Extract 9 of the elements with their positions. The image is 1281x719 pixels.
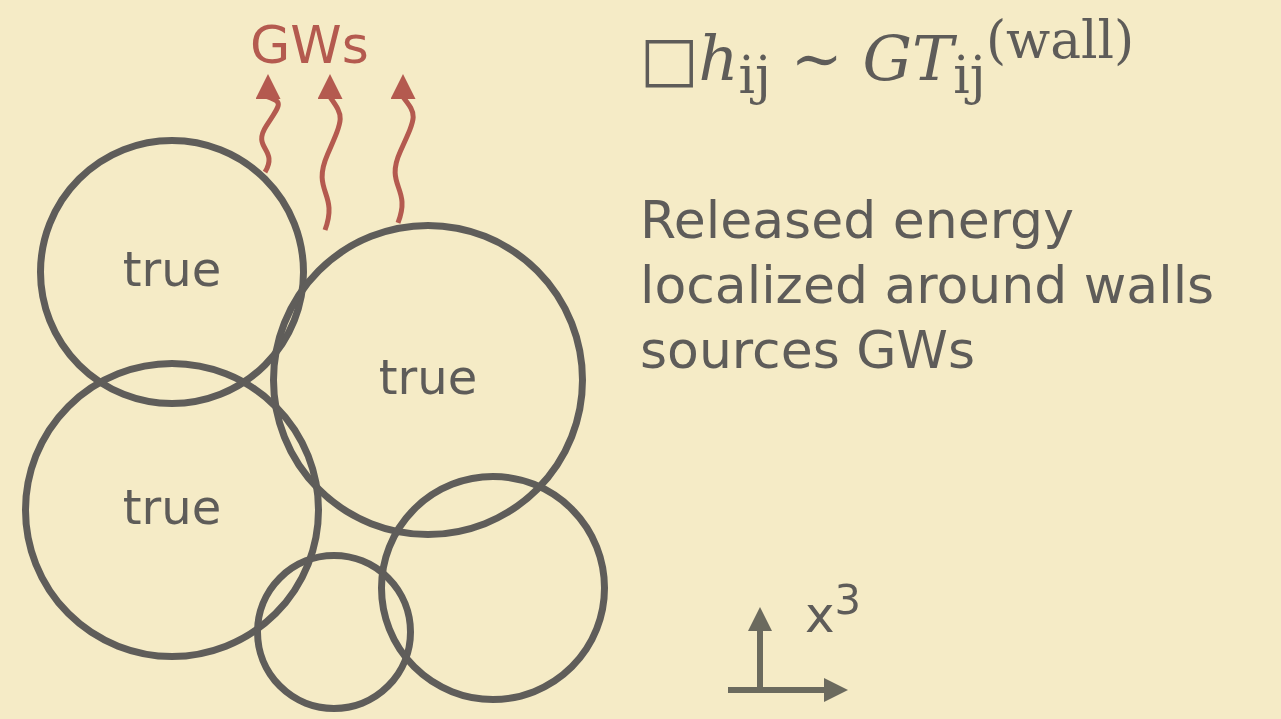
bubble-label: true [122, 241, 222, 298]
description-text: Released energy localized around walls sources GWs [640, 189, 1216, 382]
wavy-arrow [255, 74, 281, 174]
bubble-label: true [122, 479, 222, 536]
axis-label: x$^{3}$ [805, 575, 862, 644]
wavy-arrow [390, 74, 416, 224]
bubble-label: true [378, 349, 478, 406]
wavy-arrow [317, 74, 343, 231]
gws-label: GWs [250, 15, 369, 75]
